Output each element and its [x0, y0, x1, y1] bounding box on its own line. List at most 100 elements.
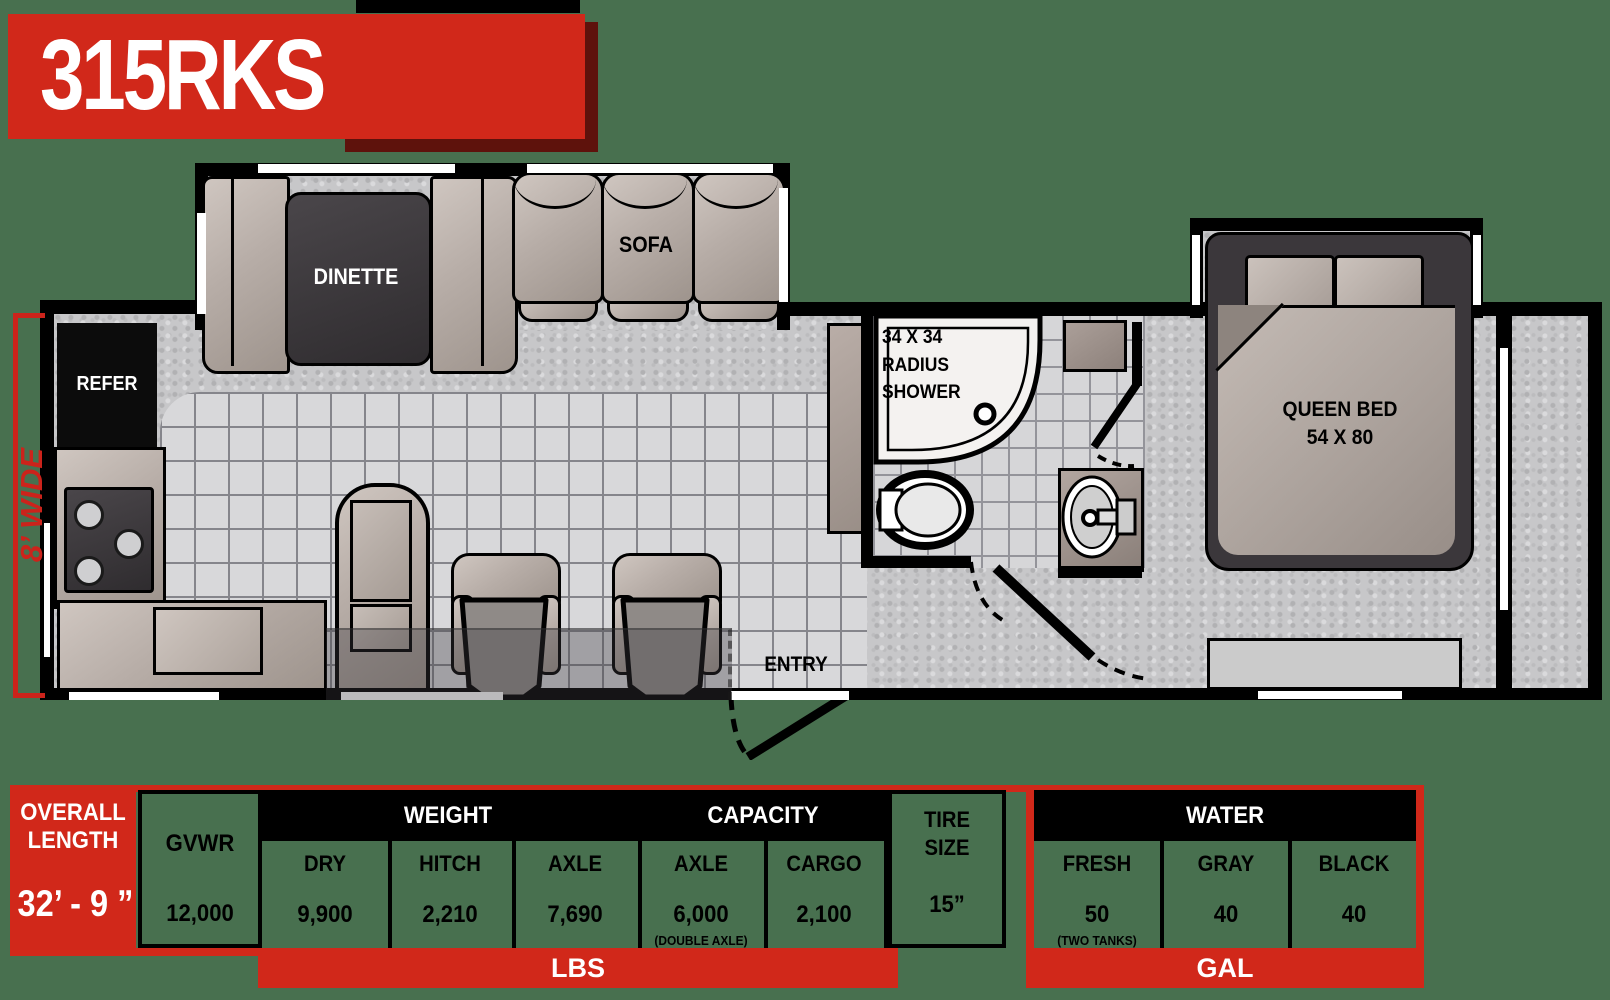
black-column: BLACK 40 — [1292, 841, 1416, 929]
water-header: WATER — [1185, 802, 1265, 829]
spec-table: OVERALL LENGTH 32’ - 9 ” GVWR 12,000 WEI… — [10, 785, 1424, 988]
wall-top-middle — [790, 302, 1205, 316]
col-sep — [258, 841, 262, 948]
wall-left — [40, 300, 54, 700]
fresh-value: 50 — [1084, 901, 1110, 928]
capacity-axle-label: AXLE — [674, 851, 728, 876]
dry-column: DRY 9,900 — [262, 841, 388, 948]
fixture-layer — [459, 313, 1151, 760]
gray-column: GRAY 40 — [1164, 841, 1288, 929]
fresh-note: (TWO TANKS) — [1057, 933, 1137, 948]
tire-size-cell: TIRE SIZE 15” — [888, 790, 1006, 948]
overall-length-value: 32’ - 9 ” — [17, 883, 134, 924]
shower-label-line1: 34 X 34 — [882, 327, 943, 348]
width-bracket-line — [13, 313, 18, 698]
col-sep — [1160, 841, 1164, 948]
shower-label: 34 X 34 RADIUS SHOWER — [882, 324, 1029, 407]
weight-header: WEIGHT — [403, 802, 493, 829]
window-bedslide-right — [1473, 235, 1481, 305]
pantry-panel-bottom — [350, 604, 412, 652]
col-sep — [764, 841, 768, 948]
black-value: 40 — [1341, 901, 1367, 928]
shower-label-line3: SHOWER — [882, 382, 961, 404]
refrigerator — [57, 323, 157, 447]
banner-shadow-top — [356, 0, 580, 13]
tire-size-label: TIRE SIZE — [896, 806, 997, 861]
faucet-icon — [1081, 509, 1099, 527]
entry-label: ENTRY — [764, 653, 828, 676]
gal-bar: GAL — [1196, 953, 1254, 983]
weight-axle-column: AXLE 7,690 — [512, 841, 638, 948]
window-bottom-kitchen — [69, 692, 219, 700]
dinette-label: DINETTE — [313, 264, 399, 289]
radius-shower — [873, 313, 1043, 465]
window-bedslide-left — [1192, 235, 1200, 305]
banner-shadow-right — [585, 22, 598, 139]
bath-door-swing — [969, 381, 1151, 681]
dinette-bench-right — [430, 176, 518, 374]
weight-axle-value: 7,690 — [547, 901, 603, 928]
water-section: WATER FRESH 50 (TWO TANKS) GRAY 40 BLACK… — [1026, 785, 1424, 988]
water-columns: FRESH 50 (TWO TANKS) GRAY 40 BLACK 40 — [1034, 841, 1416, 948]
hitch-value: 2,210 — [422, 901, 478, 928]
window-slide-right — [779, 188, 788, 302]
overall-length-cell: OVERALL LENGTH 32’ - 9 ” — [10, 785, 136, 948]
bedroom-divider-door — [1500, 348, 1508, 610]
width-bracket-tick-top — [13, 313, 45, 318]
gvwr-cell: GVWR 12,000 — [138, 790, 262, 948]
queen-bed-label-line1: QUEEN BED — [1282, 398, 1398, 421]
wall-bath-right-upper — [1132, 322, 1142, 386]
col-sep — [512, 841, 516, 948]
col-sep — [1288, 841, 1292, 948]
stove-burner-1 — [74, 500, 104, 530]
window-bottom-bedroom — [1258, 691, 1402, 699]
pantry-panel-top — [350, 500, 412, 602]
bath-sink — [1061, 475, 1137, 559]
stove-burner-2 — [114, 529, 144, 559]
width-label: 8’ WIDE — [14, 447, 49, 563]
dry-value: 9,900 — [297, 901, 353, 928]
tire-size-value: 15” — [929, 891, 965, 918]
sofa-cushion-3-arc — [694, 150, 778, 209]
overall-length-label-line1: OVERALL — [20, 799, 126, 826]
kitchen-sink — [153, 607, 263, 675]
entry-door-swing — [728, 690, 852, 760]
capacity-axle-value: 6,000 — [673, 901, 729, 928]
cargo-column: CARGO 2,100 — [764, 841, 884, 948]
refer-label: REFER — [76, 373, 138, 395]
stove-burner-3 — [74, 556, 104, 586]
col-sep — [388, 841, 392, 948]
wall-top-left — [40, 300, 195, 314]
dinette-bench-right-line — [481, 178, 484, 366]
gvwr-label: GVWR — [165, 830, 235, 857]
capacity-axle-column: AXLE 6,000 (DOUBLE AXLE) — [638, 841, 764, 948]
tire-size-label-line1: TIRE — [923, 807, 971, 832]
model-banner: 315RKS — [8, 14, 585, 139]
weight-axle-label: AXLE — [548, 851, 602, 876]
queen-bed-label: QUEEN BED 54 X 80 — [1248, 396, 1432, 453]
water-header-bar: WATER — [1034, 790, 1416, 841]
gvwr-value: 12,000 — [166, 900, 234, 927]
shower-label-line2: RADIUS — [882, 354, 950, 376]
weight-capacity-header: WEIGHT CAPACITY — [258, 790, 888, 841]
toilet — [876, 470, 974, 550]
col-sep — [638, 841, 642, 948]
dinette-table — [285, 192, 432, 366]
sofa-cushion-2-arc — [603, 150, 687, 209]
spec-bottom-rule-left — [10, 948, 270, 956]
bed-mattress — [1218, 305, 1455, 555]
overall-length-label-line2: LENGTH — [27, 827, 119, 854]
wall-right — [1588, 302, 1602, 700]
sofa-cushion-1-arc — [514, 150, 596, 209]
hitch-column: HITCH 2,210 — [388, 841, 512, 948]
gray-value: 40 — [1213, 901, 1239, 928]
chair-1-seat — [459, 597, 549, 700]
sofa-label: SOFA — [619, 232, 673, 257]
lbs-bar: LBS — [258, 948, 898, 988]
counter-overlay — [326, 628, 732, 700]
entry-threshold — [731, 691, 849, 700]
wall-top-right — [1483, 302, 1602, 316]
model-title: 315RKS — [40, 19, 326, 131]
medicine-cabinet — [1063, 320, 1127, 372]
